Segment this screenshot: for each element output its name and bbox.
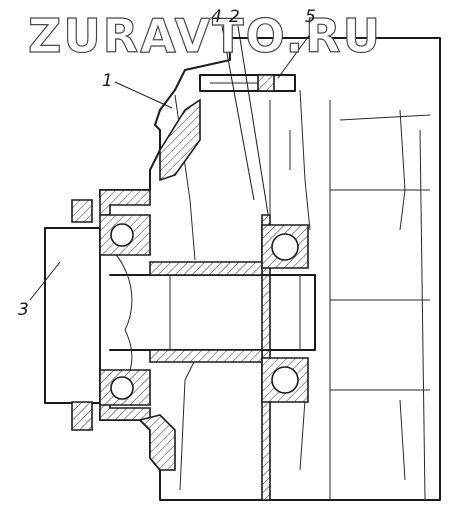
callout-3: 3 [18,300,29,320]
watermark: ZURAVTO.RU [28,9,382,63]
bolt [199,74,296,92]
right-bearing-top [261,224,309,269]
shaft [109,261,316,363]
left-bearing-top [71,199,151,256]
callout-5: 5 [305,7,316,27]
callout-1: 1 [102,71,113,91]
housing-section [99,98,271,501]
left-bearing-bottom [71,369,151,431]
callout-2: 2 [229,7,240,27]
right-bearing-bottom [261,357,309,403]
callout-4: 4 [211,7,222,27]
leader-lines [29,25,317,301]
